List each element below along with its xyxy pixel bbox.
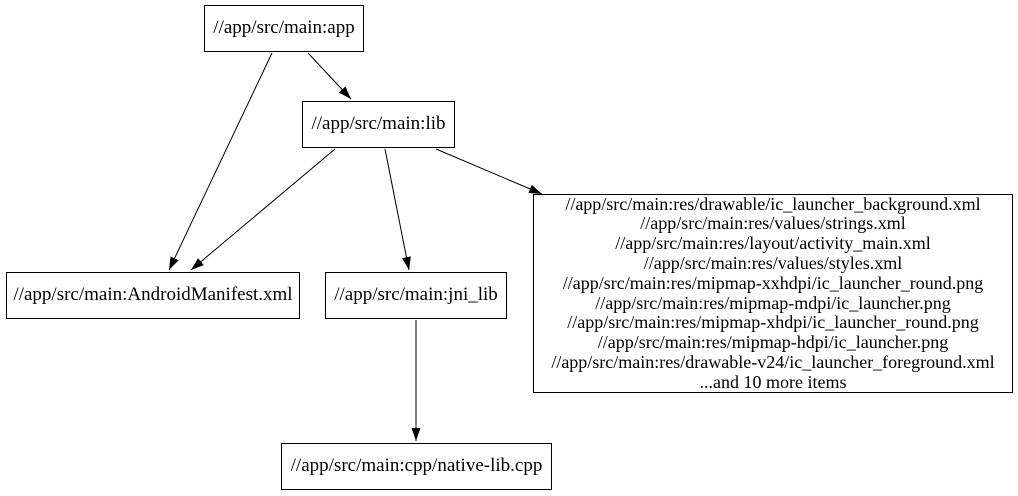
graph-node-jni-lib: //app/src/main:jni_lib	[325, 272, 507, 319]
node-res-files-label: //app/src/main:res/drawable/ic_launcher_…	[551, 193, 995, 392]
graph-node-cpp: //app/src/main:cpp/native-lib.cpp	[281, 443, 552, 490]
node-cpp-label: //app/src/main:cpp/native-lib.cpp	[290, 455, 543, 477]
node-lib-label: //app/src/main:lib	[311, 113, 446, 135]
graph-node-lib: //app/src/main:lib	[302, 101, 455, 148]
graph-node-res-files: //app/src/main:res/drawable/ic_launcher_…	[533, 194, 1013, 393]
edge-lib-to-res-files	[435, 148, 543, 195]
graph-node-android-manifest: //app/src/main:AndroidManifest.xml	[6, 272, 300, 319]
edge-lib-to-jni-lib	[384, 148, 411, 271]
edge-lib-to-android-manifest	[190, 148, 336, 271]
node-jni-lib-label: //app/src/main:jni_lib	[334, 284, 498, 306]
edge-app-to-lib	[307, 52, 352, 100]
node-app-label: //app/src/main:app	[213, 17, 355, 39]
node-android-manifest-label: //app/src/main:AndroidManifest.xml	[13, 284, 293, 306]
graph-node-app: //app/src/main:app	[204, 5, 364, 52]
edge-app-to-android-manifest	[168, 52, 273, 271]
